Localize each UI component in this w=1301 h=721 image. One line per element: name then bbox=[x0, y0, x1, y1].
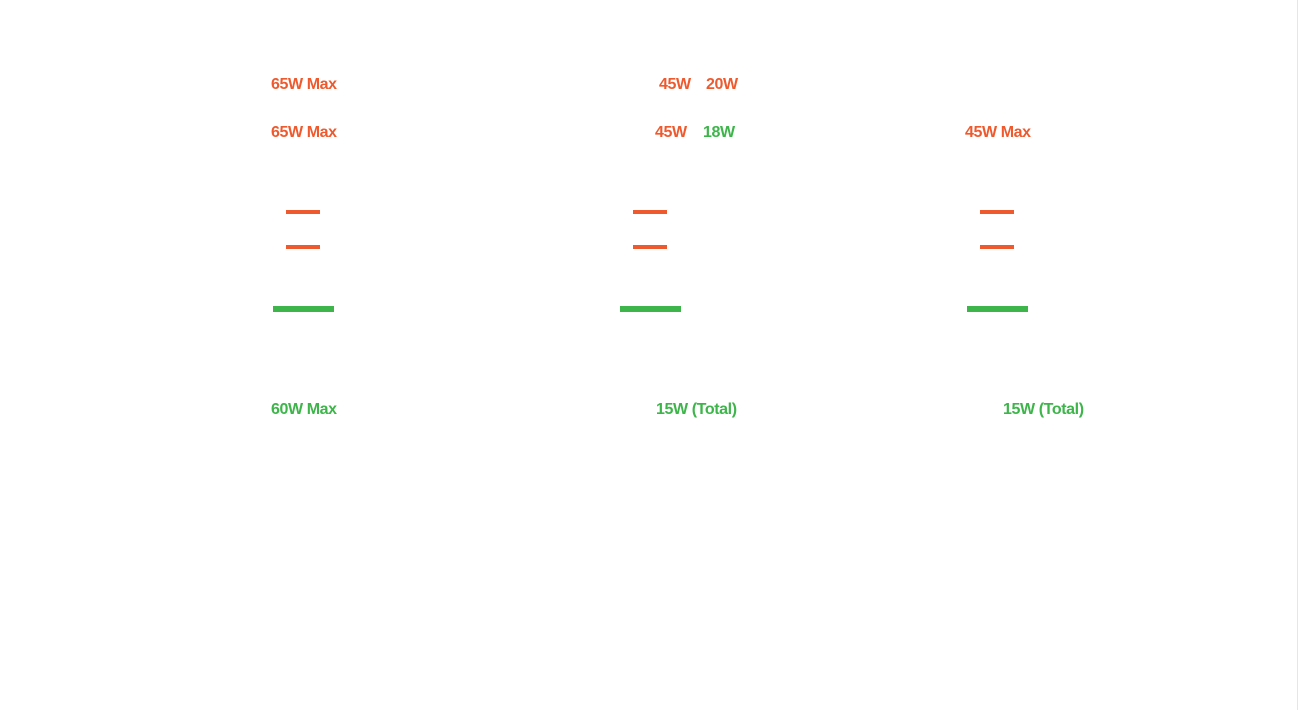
col1-bottom-label: 60W Max bbox=[271, 401, 337, 418]
col2-row1-label-a: 45W bbox=[659, 76, 691, 93]
col1-dash-2 bbox=[286, 245, 320, 249]
col2-row2-label-b: 18W bbox=[703, 124, 735, 141]
col2-bottom-label: 15W (Total) bbox=[656, 401, 737, 418]
col1-green-bar bbox=[273, 306, 334, 312]
col3-bottom-label: 15W (Total) bbox=[1003, 401, 1084, 418]
col3-green-bar bbox=[967, 306, 1028, 312]
col2-green-bar bbox=[620, 306, 681, 312]
col1-row1-label: 65W Max bbox=[271, 76, 337, 93]
col2-row2-label-a: 45W bbox=[655, 124, 687, 141]
col1-dash-1 bbox=[286, 210, 320, 214]
col2-row1-label-b: 20W bbox=[706, 76, 738, 93]
col2-dash-2 bbox=[633, 245, 667, 249]
page-edge-line bbox=[1297, 0, 1298, 710]
col2-dash-1 bbox=[633, 210, 667, 214]
col3-dash-2 bbox=[980, 245, 1014, 249]
col3-row2-label: 45W Max bbox=[965, 124, 1031, 141]
col3-dash-1 bbox=[980, 210, 1014, 214]
col1-row2-label: 65W Max bbox=[271, 124, 337, 141]
